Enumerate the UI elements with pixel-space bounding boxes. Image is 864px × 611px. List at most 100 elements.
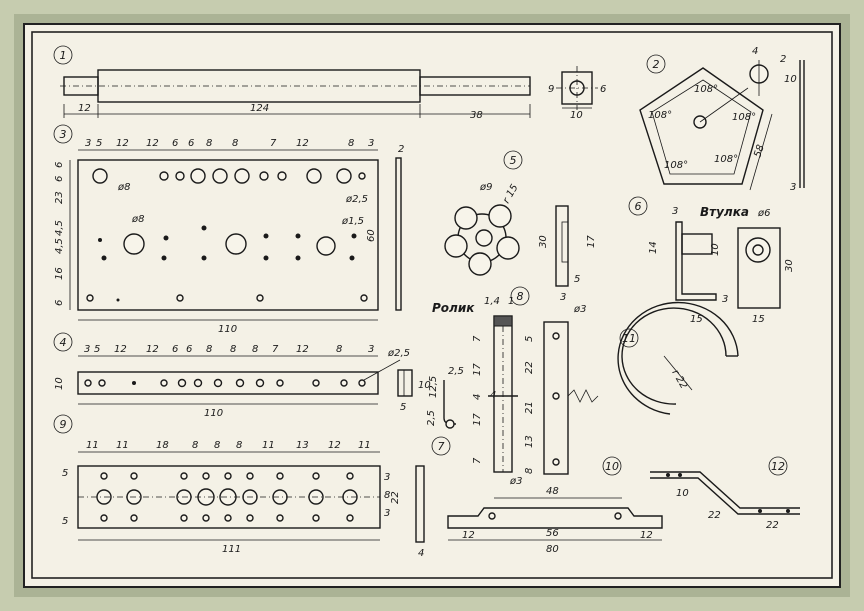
p9-top-1: 11	[116, 440, 129, 451]
p3-top-5: 6	[188, 138, 194, 149]
p3-top-8: 7	[270, 138, 277, 149]
p7-d25b: 2,5	[426, 410, 437, 426]
p9-top-9: 11	[358, 440, 371, 451]
p3-top-2: 12	[116, 138, 129, 149]
p4-width: 110	[204, 408, 223, 419]
p3-top-6: 8	[206, 138, 212, 149]
part-number-9: 9	[60, 418, 67, 431]
part-5: 5 ø9 r 15 30 17 3 5	[444, 150, 597, 303]
p3-side-5: 16	[54, 267, 65, 280]
p4-top-0: 3	[84, 344, 90, 355]
part-number-8: 8	[517, 290, 524, 303]
p8-d21: 21	[524, 401, 535, 414]
inner-border	[31, 31, 833, 579]
part-number-7: 7	[438, 440, 445, 453]
p4-holes	[84, 378, 366, 388]
dim-4: 4	[752, 46, 758, 57]
p8-d17b: 17	[472, 413, 483, 426]
p4-hole-dia: ø2,5	[387, 348, 410, 359]
p5-d30: 30	[538, 235, 549, 248]
angle-4: 108°	[664, 160, 688, 171]
p8-d8: 8	[524, 468, 535, 474]
p8-d17a: 17	[472, 363, 483, 376]
p5-hole: ø9	[479, 182, 492, 193]
p3-hole-dia-4: ø1,5	[341, 216, 364, 227]
p9-top-7: 13	[296, 440, 309, 451]
p8-hole2: ø3	[509, 476, 522, 487]
p3-top-1: 5	[96, 138, 102, 149]
p3-width: 110	[218, 324, 237, 335]
dim-38: 38	[470, 110, 483, 121]
dim-10: 10	[570, 110, 583, 121]
part-10: 10 48 12 56 80 12	[447, 456, 663, 555]
p10-d48: 48	[546, 486, 559, 497]
p6-d15a: 15	[690, 314, 703, 325]
dim-2: 2	[780, 54, 786, 65]
p4-height: 10	[54, 377, 65, 390]
part-number-6: 6	[635, 200, 642, 213]
p4-top-2: 12	[114, 344, 127, 355]
p8-d13: 13	[524, 435, 535, 448]
part-number-2: 2	[653, 58, 660, 71]
p9-top-4: 8	[214, 440, 220, 451]
p9-top-8: 12	[328, 440, 341, 451]
part-2: 2 4 2 10 108° 108° 108° 108° 108° 58 3	[639, 46, 805, 193]
dim-10b: 10	[784, 74, 797, 85]
p8-d22: 22	[524, 361, 535, 374]
p3-side-3: 4,5	[54, 220, 65, 236]
p9-side-4: 5	[62, 516, 68, 527]
p4-top-3: 12	[146, 344, 159, 355]
p10-d56: 56	[546, 528, 559, 539]
p4-d5: 5	[400, 402, 406, 413]
p9-side-2: 8	[384, 490, 390, 501]
part-3: 3 3 5 12 12 6 6 8 8 7 12 8 3 6 6 23 4,5 …	[53, 124, 404, 335]
p3-hole-dia-2: ø8	[131, 214, 144, 225]
part-6: 6 Втулка 3 14 10 15 3 ø6 15 30	[628, 196, 795, 325]
p7-d25: 2,5	[448, 366, 464, 377]
p3-side-4: 4,5	[54, 238, 65, 254]
p4-top-1: 5	[94, 344, 100, 355]
part-number-1: 1	[60, 49, 67, 62]
p6-d3: 3	[672, 206, 678, 217]
part-4: 4 3 5 12 12 6 6 8 8 8 7 12 8 3 10	[53, 332, 431, 419]
p6-d14: 14	[648, 241, 659, 254]
p8-d4: 4	[472, 394, 483, 400]
dim-12: 12	[78, 103, 91, 114]
p3-hole-dia-3: ø2,5	[345, 194, 368, 205]
p3-holes	[86, 168, 368, 302]
p12-d22b: 22	[766, 520, 779, 531]
part-number-5: 5	[510, 154, 517, 167]
p3-top-3: 12	[146, 138, 159, 149]
part-12: 12 10 22 22	[650, 456, 800, 531]
part-number-12: 12	[771, 460, 785, 473]
p7-d125: 12,5	[428, 376, 439, 398]
p8-d14: 1,4	[484, 296, 500, 307]
p10-d80: 80	[546, 544, 559, 555]
dim-3: 3	[790, 182, 796, 193]
p3-hole-dia-1: ø8	[117, 182, 130, 193]
roller-label: Ролик	[432, 301, 475, 315]
p10-d12: 12	[462, 530, 475, 541]
angle-5: 108°	[714, 154, 738, 165]
p3-side-6: 6	[54, 300, 65, 306]
angle-1: 108°	[694, 84, 718, 95]
part-1: 1 12 124 38 9 6 10	[53, 45, 606, 121]
p6-d10: 10	[710, 243, 721, 256]
p9-top-0: 11	[86, 440, 99, 451]
p4-top-8: 8	[252, 344, 258, 355]
p3-side-2: 23	[54, 191, 65, 204]
p9-top-2: 18	[156, 440, 169, 451]
part-8: 8 Ролик 1,4 1 7 17 4 17 7 ø3 5 22 21 13 …	[432, 286, 599, 487]
p4-top-9: 7	[272, 344, 279, 355]
p3-side-0: 6	[54, 162, 65, 168]
p9-d4: 4	[418, 548, 424, 559]
dim-124: 124	[250, 103, 269, 114]
p3-top-9: 12	[296, 138, 309, 149]
part-number-3: 3	[60, 128, 67, 141]
p4-top-4: 6	[172, 344, 178, 355]
p4-d10: 10	[418, 380, 431, 391]
p9-height: 22	[390, 491, 401, 504]
p12-d10: 10	[676, 488, 689, 499]
